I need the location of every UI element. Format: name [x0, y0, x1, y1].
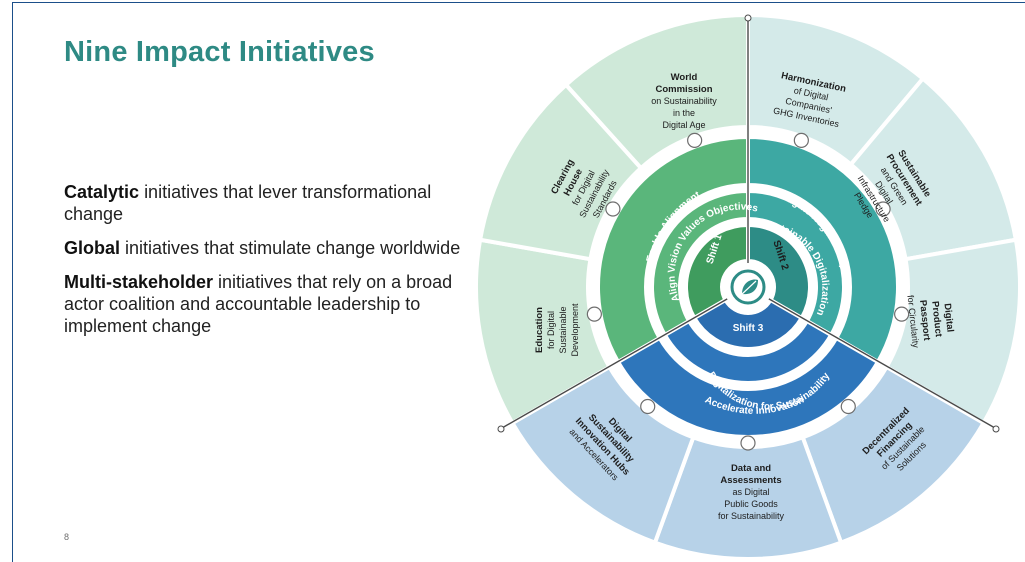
connector-node [586, 306, 602, 322]
divider-right-endpoint [992, 425, 1000, 433]
divider-right [747, 286, 996, 429]
world-commission-line5: Digital Age [662, 120, 705, 130]
digital-product-passport-line2: Product [929, 301, 944, 339]
ring-enable-alignment [596, 134, 750, 365]
core-shift-1 [684, 222, 750, 321]
slide-border-left [12, 2, 13, 562]
connector-node [840, 398, 856, 415]
world-commission-line2: Commission [655, 84, 712, 95]
core-ring [684, 222, 812, 351]
initiative-labels: World Commission on Sustainability in th… [534, 70, 955, 521]
bullet-global: Global initiatives that stimulate change… [64, 237, 484, 259]
data-assessments-label: Data and Assessments as Digital Public G… [718, 463, 785, 521]
world-commission-line1: World [671, 72, 698, 83]
world-commission-line3: on Sustainability [651, 96, 717, 106]
connector-node [605, 201, 621, 217]
connector-nodes [586, 132, 910, 451]
connector-node [740, 435, 756, 451]
divider-left [501, 286, 749, 429]
divider-top-endpoint [744, 14, 752, 22]
bullet-list: Catalytic initiatives that lever transfo… [64, 181, 484, 349]
core-shift-2 [746, 222, 812, 321]
bullet-term: Multi-stakeholder [64, 272, 214, 292]
education-line4: Development [570, 303, 580, 357]
education-line3: Sustainable [558, 306, 568, 353]
world-commission-line4: in the [673, 108, 695, 118]
data-assessments-line4: Public Goods [724, 499, 778, 509]
center-ring-icon [730, 269, 766, 305]
wheel-svg: Shift 1 Shift 2 Shift 3 Align Vision Val… [474, 12, 1022, 561]
core-shift-3 [691, 297, 805, 351]
shift-3-label: Shift 3 [733, 323, 764, 334]
data-assessments-line1: Data and [731, 463, 771, 474]
connector-node [894, 306, 910, 322]
bullet-text: initiatives that stimulate change worldw… [125, 238, 461, 258]
ring-accelerate-innovation [615, 335, 881, 439]
digital-product-passport-line3: Passport [917, 299, 932, 341]
data-assessments-line3: as Digital [732, 487, 769, 497]
world-commission-label: World Commission on Sustainability in th… [651, 72, 717, 130]
bullet-text: initiatives that lever transformational … [64, 182, 432, 224]
bullet-term: Global [64, 238, 121, 258]
connector-node [687, 132, 703, 149]
data-assessments-line2: Assessments [720, 475, 781, 486]
education-label: Education for Digital Sustainable Develo… [534, 303, 580, 357]
education-line1: Education [534, 307, 545, 353]
education-line2: for Digital [546, 311, 556, 349]
divider-left-endpoint [497, 425, 505, 433]
data-assessments-line5: for Sustainability [718, 511, 785, 521]
bullet-text: initiatives that rely on a broad actor c… [64, 272, 453, 336]
connector-node [875, 201, 891, 217]
connector-node [793, 132, 809, 149]
impact-initiatives-wheel: Shift 1 Shift 2 Shift 3 Align Vision Val… [470, 0, 1025, 562]
dividers [497, 14, 1000, 433]
leaf-vein-icon [740, 280, 757, 296]
ring-mitigate-negative-impacts [746, 134, 900, 365]
slide-border-top [12, 2, 1025, 3]
middle-ring [596, 134, 900, 439]
bullet-term: Catalytic [64, 182, 140, 202]
digital-product-passport-line1: Digital [941, 303, 955, 333]
bullet-multi-stakeholder: Multi-stakeholder initiatives that rely … [64, 271, 484, 337]
outer-sectors [474, 12, 1022, 561]
sector-clearing-house [477, 82, 644, 262]
center-emblem [724, 263, 772, 311]
connector-node [640, 398, 656, 415]
slide-title: Nine Impact Initiatives [64, 36, 375, 68]
page-number: 8 [64, 532, 70, 542]
bullet-catalytic: Catalytic initiatives that lever transfo… [64, 181, 484, 225]
